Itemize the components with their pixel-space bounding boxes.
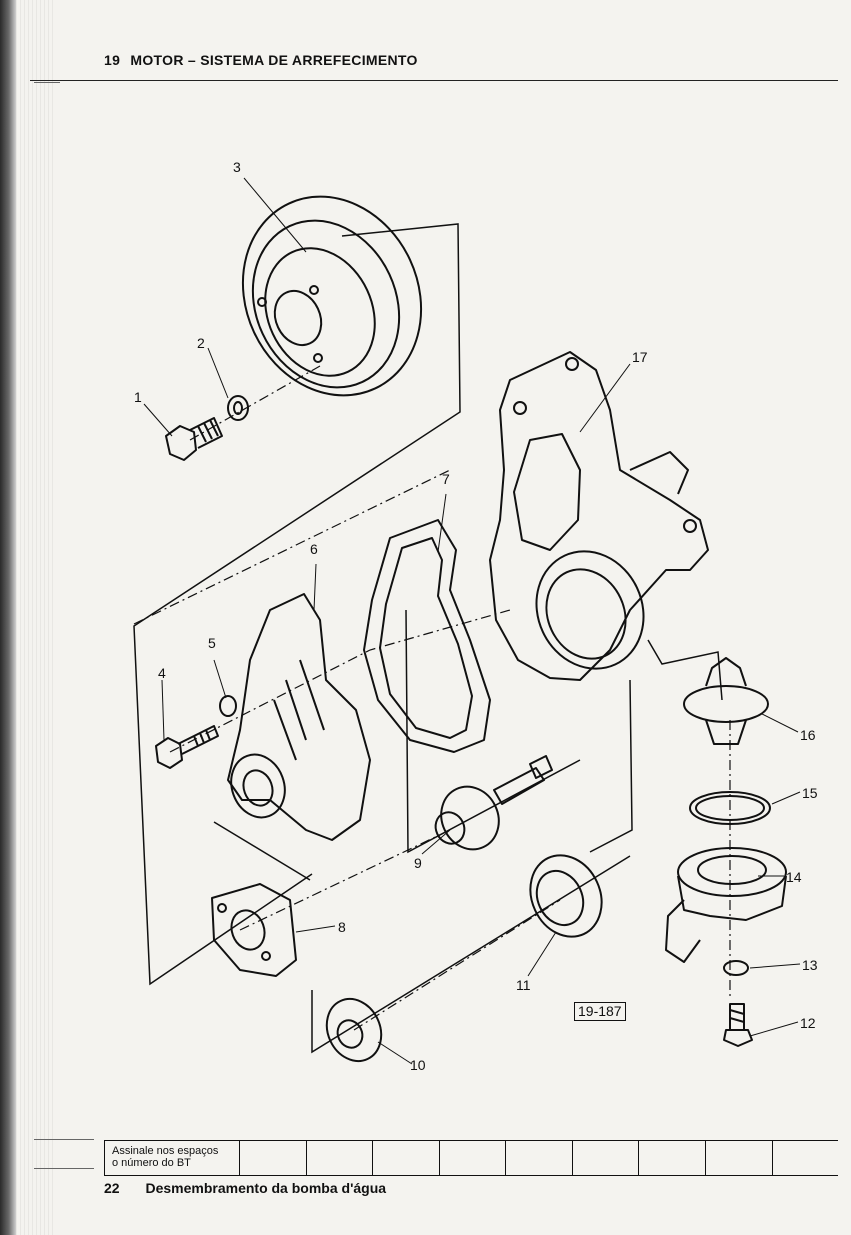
bt-number-cell[interactable] [639,1141,706,1175]
page-title: Desmembramento da bomba d'água [145,1180,387,1196]
callout-label: 2 [197,335,205,351]
part-gasket [363,519,491,753]
bt-label-line2: o número do BT [112,1157,191,1169]
part-bolt-1 [165,417,223,461]
figure-reference: 19-187 [574,1002,626,1021]
chapter-number: 19 [104,52,121,68]
callout-label: 10 [410,1057,426,1073]
bt-number-cell[interactable] [773,1141,839,1175]
bt-number-cell[interactable] [240,1141,307,1175]
bt-number-cell[interactable] [573,1141,640,1175]
water-pump-exploded-diagram [133,177,801,1065]
exploded-view-figure: 3 2 1 6 7 17 5 4 9 8 11 10 16 15 14 13 1… [110,140,840,1100]
bt-number-cell[interactable] [706,1141,773,1175]
callout-label: 7 [442,471,450,487]
part-washer-5 [219,695,237,717]
callout-label: 13 [802,957,818,973]
part-washer-13 [723,960,749,976]
callout-label: 12 [800,1015,816,1031]
part-thermostat [683,657,769,745]
bt-number-cell[interactable] [373,1141,440,1175]
callout-label: 8 [338,919,346,935]
bt-number-cell[interactable] [440,1141,507,1175]
bt-number-table: Assinale nos espaços o número do BT [104,1140,838,1176]
margin-mark [34,82,60,83]
page-edge-shadow [16,0,56,1235]
part-pump-housing [489,351,709,681]
part-bolt-4 [155,725,219,769]
page-number: 22 [104,1180,120,1196]
callout-label: 5 [208,635,216,651]
chapter-header: 19 MOTOR – SISTEMA DE ARREFECIMENTO [104,52,418,68]
page-caption: 22 Desmembramento da bomba d'água [104,1180,386,1196]
callout-label: 17 [632,349,648,365]
bt-number-cell[interactable] [506,1141,573,1175]
chapter-title: MOTOR – SISTEMA DE ARREFECIMENTO [130,52,418,68]
margin-mark [34,1139,94,1140]
callout-label: 1 [134,389,142,405]
callout-label: 4 [158,665,166,681]
margin-mark [34,1168,94,1169]
binding-edge [0,0,16,1235]
part-pump-body [227,593,371,841]
callout-label: 11 [516,977,531,993]
callout-label: 15 [802,785,818,801]
callout-label: 16 [800,727,816,743]
bt-label-line1: Assinale nos espaços [112,1145,219,1157]
part-thermostat-housing [665,847,787,963]
part-washer-2 [227,395,249,421]
callout-label: 6 [310,541,318,557]
header-rule [30,80,838,81]
part-bolt-12 [723,1003,753,1047]
callout-label: 3 [233,159,241,175]
part-pulley [241,195,423,397]
callout-label: 9 [414,855,422,871]
part-flange [211,883,297,977]
bt-label: Assinale nos espaços o número do BT [104,1141,240,1175]
callout-label: 14 [786,869,802,885]
bt-number-cell[interactable] [307,1141,374,1175]
